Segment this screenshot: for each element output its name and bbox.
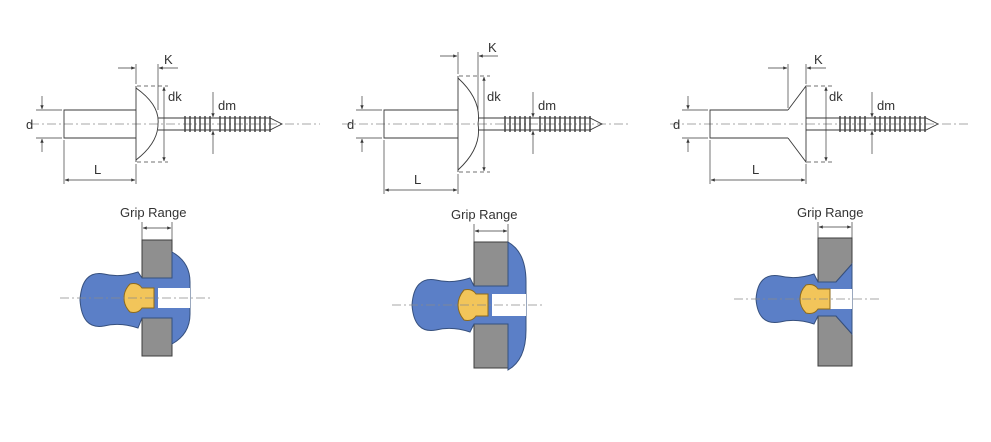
rivet-diagram-dome: d L K dk dm Grip Range xyxy=(26,52,320,357)
label-grip-range: Grip Range xyxy=(797,205,863,220)
rivet-diagram-large-flange: d L K dk dm Grip Range xyxy=(342,40,630,371)
dimension-drawing-countersunk: d L K dk dm xyxy=(670,52,968,184)
mandrel-stem xyxy=(478,117,604,131)
label-L: L xyxy=(752,162,759,177)
mandrel-threads xyxy=(184,116,271,132)
dimension-drawing-dome: d L K dk dm xyxy=(26,52,320,184)
installed-section-large-flange: Grip Range xyxy=(392,207,544,371)
label-d: d xyxy=(26,117,33,132)
label-dk: dk xyxy=(487,89,501,104)
mandrel-threads xyxy=(504,116,591,132)
label-d: d xyxy=(347,117,354,132)
mandrel-stem xyxy=(806,117,940,131)
rivet-flange-head xyxy=(457,77,480,171)
rivet-shank xyxy=(709,109,788,139)
dimension-drawing-large-flange: d L K dk dm xyxy=(342,40,630,194)
label-L: L xyxy=(414,172,421,187)
rivet-diagram-countersunk: d L K dk dm Grip Range xyxy=(670,52,968,367)
plate-bottom xyxy=(141,317,173,357)
label-dk: dk xyxy=(168,89,182,104)
rivet-shank xyxy=(63,109,136,139)
label-K: K xyxy=(488,40,497,55)
label-dm: dm xyxy=(538,98,556,113)
installed-section-countersunk: Grip Range xyxy=(734,205,882,367)
label-K: K xyxy=(164,52,173,67)
plate-top xyxy=(141,239,173,279)
mandrel-threads xyxy=(839,116,926,132)
rivet-countersunk-head xyxy=(787,84,807,164)
label-dm: dm xyxy=(877,98,895,113)
label-d: d xyxy=(673,117,680,132)
mandrel-stem xyxy=(158,117,284,131)
label-grip-range: Grip Range xyxy=(120,205,186,220)
rivet-bore xyxy=(492,294,526,316)
label-grip-range: Grip Range xyxy=(451,207,517,222)
label-L: L xyxy=(94,162,101,177)
rivet-shank xyxy=(383,109,458,139)
label-dk: dk xyxy=(829,89,843,104)
mandrel-head-section xyxy=(123,283,155,313)
label-K: K xyxy=(814,52,823,67)
plate-top xyxy=(473,241,509,287)
plate-bottom xyxy=(473,323,509,369)
label-dm: dm xyxy=(218,98,236,113)
installed-section-dome: Grip Range xyxy=(60,205,212,357)
rivet-dome-head xyxy=(135,87,159,161)
